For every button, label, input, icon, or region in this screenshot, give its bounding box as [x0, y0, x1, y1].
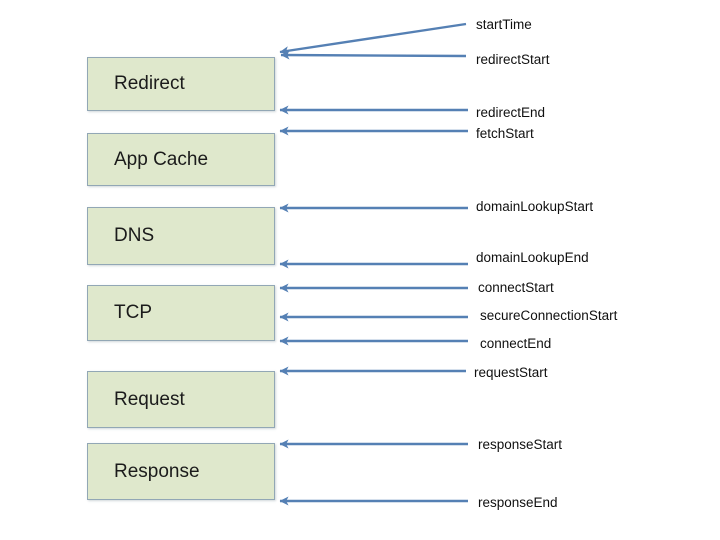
phase-label: TCP — [114, 302, 152, 323]
event-label-startTime: startTime — [476, 17, 532, 32]
phase-box-dns: DNS — [87, 207, 275, 265]
event-label-redirectEnd: redirectEnd — [476, 105, 546, 120]
event-label-responseEnd: responseEnd — [478, 495, 558, 510]
event-label-responseStart: responseStart — [478, 437, 563, 452]
phase-box-response: Response — [87, 443, 275, 500]
phase-box-tcp: TCP — [87, 285, 275, 341]
phase-box-request: Request — [87, 371, 275, 428]
event-label-secureConnectionStart: secureConnectionStart — [480, 308, 618, 323]
event-arrow-redirectStart — [280, 50, 467, 60]
event-label-connectEnd: connectEnd — [480, 336, 552, 351]
phase-label: Request — [114, 388, 185, 410]
phase-box-app-cache: App Cache — [87, 133, 275, 186]
event-label-requestStart: requestStart — [474, 365, 548, 380]
event-label-domainLookupEnd: domainLookupEnd — [476, 250, 589, 265]
event-arrow-startTime — [279, 22, 467, 56]
phase-label: DNS — [114, 225, 155, 246]
phase-label: Response — [114, 460, 200, 482]
phase-box-redirect: Redirect — [87, 57, 275, 111]
event-label-fetchStart: fetchStart — [476, 126, 534, 141]
event-arrows — [279, 22, 468, 506]
phase-label: Redirect — [114, 73, 185, 94]
event-label-domainLookupStart: domainLookupStart — [476, 199, 594, 214]
event-label-connectStart: connectStart — [478, 280, 554, 295]
phase-label: App Cache — [114, 148, 209, 170]
event-label-redirectStart: redirectStart — [476, 52, 550, 67]
